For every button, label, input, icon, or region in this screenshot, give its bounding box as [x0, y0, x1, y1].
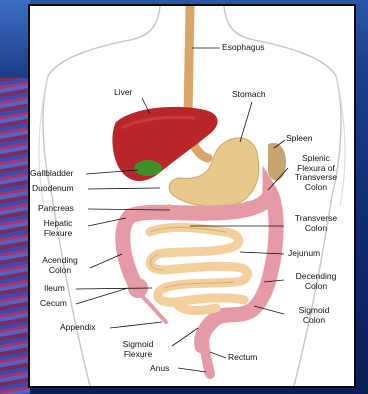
label-transverse-colon: Transverse Colon — [284, 214, 348, 233]
label-gallbladder: Gallbladder — [30, 169, 73, 179]
label-acending-colon: Acending Colon — [32, 256, 88, 275]
label-sigmoid-colon: Sigmoid Colon — [284, 306, 344, 325]
label-ileum: Ileum — [44, 284, 65, 294]
label-spleen: Spleen — [286, 134, 312, 144]
label-splenic-flexure: Splenic Flexura of Transverse Colon — [284, 154, 348, 192]
diagram-frame: Esophagus Liver Stomach Spleen Splenic F… — [28, 4, 356, 388]
background-left-texture — [0, 78, 30, 394]
gallbladder — [134, 160, 162, 176]
label-cecum: Cecum — [40, 299, 67, 309]
rectum — [204, 344, 210, 374]
label-jejunum: Jejunum — [288, 249, 320, 259]
label-hepatic-flexure: Hepatic Flexure — [32, 219, 84, 238]
label-decending-colon: Decending Colon — [284, 272, 348, 291]
small-intestine — [150, 227, 248, 310]
label-liver: Liver — [114, 88, 132, 98]
label-appendix: Appendix — [60, 323, 95, 333]
label-esophagus: Esophagus — [222, 43, 265, 53]
label-duodenum: Duodenum — [32, 184, 74, 194]
label-anus: Anus — [150, 364, 169, 374]
label-stomach: Stomach — [232, 90, 266, 100]
background-left-top — [0, 0, 30, 78]
label-sigmoid-flexure: Sigmoid Flexure — [108, 340, 168, 359]
label-pancreas: Pancreas — [38, 204, 74, 214]
label-rectum: Rectum — [228, 353, 257, 363]
